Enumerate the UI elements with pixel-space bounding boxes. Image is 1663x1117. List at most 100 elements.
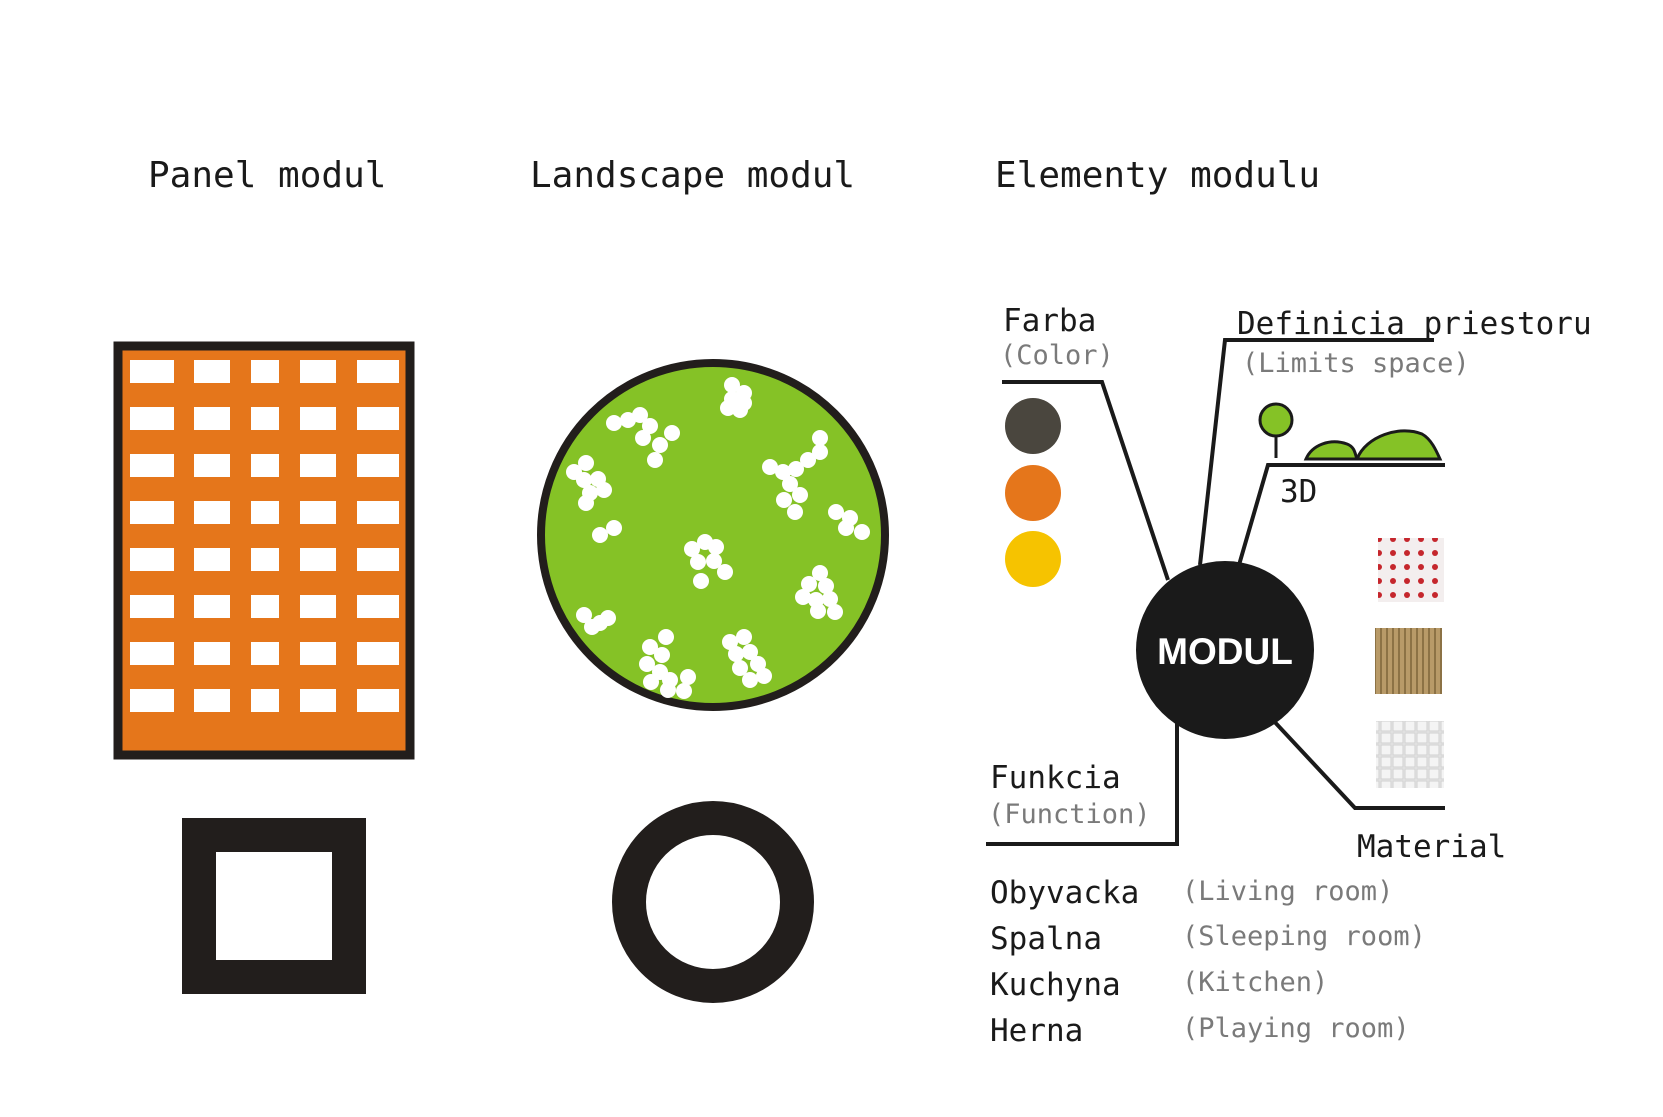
- tree-dot: [800, 452, 816, 468]
- tree-dot: [756, 668, 772, 684]
- tree-dot: [576, 607, 592, 623]
- tree-dot: [792, 487, 808, 503]
- tree-dot: [732, 660, 748, 676]
- tree-dot: [775, 464, 791, 480]
- room-name-kitchen: Kuchyna: [990, 967, 1121, 1003]
- tree-dot: [795, 589, 811, 605]
- tree-dot: [664, 425, 680, 441]
- tree-dot: [787, 504, 803, 520]
- building-windows: [130, 360, 399, 712]
- building-window: [194, 689, 230, 712]
- tree-dot: [596, 482, 612, 498]
- building-window: [300, 642, 336, 665]
- tree-dot: [584, 619, 600, 635]
- building-window: [300, 454, 336, 477]
- tree-dot: [728, 646, 744, 662]
- tree-dot: [635, 430, 651, 446]
- elementy-modulu-title: Elementy modulu: [995, 155, 1320, 196]
- building-window: [251, 595, 279, 618]
- tree-dot: [812, 444, 828, 460]
- panel-square-symbol: [182, 818, 366, 994]
- room-name-playing: Herna: [990, 1013, 1083, 1049]
- tree-dot: [708, 539, 724, 555]
- material-dotted-fabric-swatch: [1378, 538, 1444, 602]
- tree-dot: [680, 669, 696, 685]
- modul-center-label: MODUL: [1157, 631, 1293, 672]
- room-name-sleeping: Spalna: [990, 921, 1102, 957]
- tree-dot: [576, 472, 592, 488]
- material-wood-swatch: [1375, 628, 1442, 694]
- room-en-kitchen: (Kitchen): [1182, 967, 1328, 998]
- building-window: [130, 501, 174, 524]
- tree-dot: [606, 520, 622, 536]
- definicia-priestoru-label: Definicia priestoru: [1237, 306, 1592, 342]
- building-window: [357, 407, 399, 430]
- tree-dot: [801, 576, 817, 592]
- building-window: [194, 642, 230, 665]
- tree-dot: [578, 495, 594, 511]
- color-connector: [1002, 380, 1170, 581]
- tree-dot: [782, 476, 798, 492]
- tree-dot: [600, 610, 616, 626]
- building-window: [251, 454, 279, 477]
- tree-dot: [647, 452, 663, 468]
- landscape-tree-dots: [566, 377, 870, 699]
- tree-dot: [736, 629, 752, 645]
- tree-dot: [776, 492, 792, 508]
- building-window: [194, 501, 230, 524]
- tree-dot: [642, 418, 658, 434]
- building-window: [357, 642, 399, 665]
- material-label: Material: [1357, 829, 1506, 865]
- building-window: [130, 595, 174, 618]
- room-en-playing: (Playing room): [1182, 1013, 1410, 1044]
- tree-dot: [827, 604, 843, 620]
- 3d-connector: [1237, 463, 1445, 566]
- tree-dot: [838, 520, 854, 536]
- building-window: [194, 595, 230, 618]
- tree-dot: [578, 455, 594, 471]
- swatch-orange: [1005, 465, 1061, 521]
- tree-dot: [652, 437, 668, 453]
- farba-sub-label: (Color): [1000, 340, 1114, 371]
- tree-dot: [828, 504, 844, 520]
- building-window: [194, 454, 230, 477]
- tree-dot: [706, 553, 722, 569]
- space-connector: [1198, 338, 1434, 566]
- tree-dot: [620, 412, 636, 428]
- tree-dot: [642, 639, 658, 655]
- landscape-ring-symbol: [612, 801, 814, 1003]
- 3d-label: 3D: [1280, 474, 1317, 510]
- building-window: [251, 548, 279, 571]
- tree-dot: [658, 629, 674, 645]
- building-window: [130, 689, 174, 712]
- building-window: [300, 548, 336, 571]
- tree-dot: [676, 683, 692, 699]
- room-name-living: Obyvacka: [990, 875, 1139, 911]
- tree-dot: [854, 524, 870, 540]
- building-window: [130, 454, 174, 477]
- tree-dot: [742, 644, 758, 660]
- building-window: [194, 548, 230, 571]
- tree-dot: [684, 541, 700, 557]
- building-window: [357, 360, 399, 383]
- tree-dot: [818, 578, 834, 594]
- tree-dot: [690, 554, 706, 570]
- limits-space-sub-label: (Limits space): [1242, 348, 1470, 379]
- tree-dot: [660, 682, 676, 698]
- tree-dot: [722, 634, 738, 650]
- building-window: [357, 501, 399, 524]
- building-window: [130, 360, 174, 383]
- tree-dot: [822, 591, 838, 607]
- tree-dot: [643, 674, 659, 690]
- tree-dot: [717, 564, 733, 580]
- building-window: [130, 407, 174, 430]
- tree-dot: [812, 565, 828, 581]
- building-window: [300, 407, 336, 430]
- room-en-living: (Living room): [1182, 876, 1393, 907]
- tree-dot: [724, 377, 740, 393]
- building-window: [357, 454, 399, 477]
- building-window: [251, 689, 279, 712]
- tree-dot: [732, 402, 748, 418]
- tree-dot: [639, 656, 655, 672]
